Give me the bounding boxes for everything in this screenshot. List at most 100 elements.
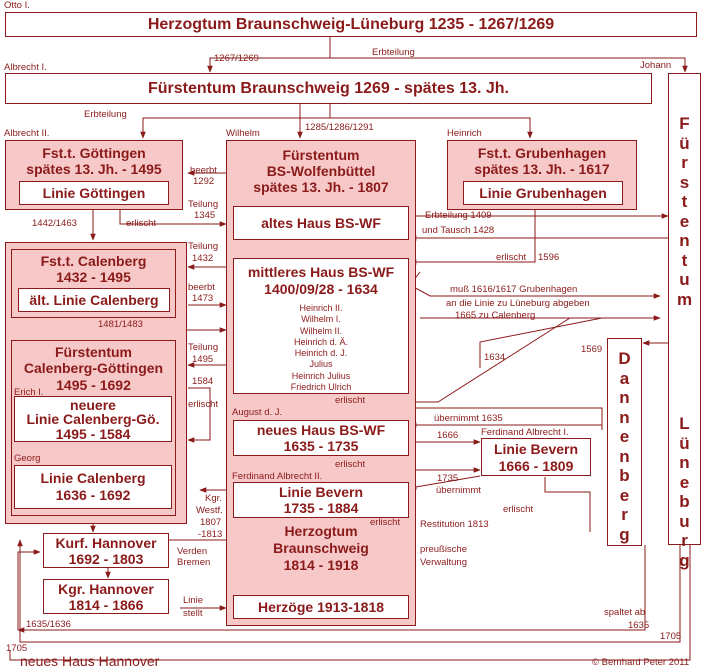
label-1481: 1481/1483 <box>98 319 143 330</box>
bswf-title: Fürstentum <box>282 147 360 163</box>
box-kgr-hannover: Kgr. Hannover 1814 - 1866 <box>43 579 169 614</box>
box-fst-calenberg: Fst.t. Calenberg 1432 - 1495 ält. Linie … <box>11 249 176 318</box>
fuerstentum-bs-text: Fürstentum Braunschweig 1269 - spätes 13… <box>147 80 509 97</box>
vertical-letter: n <box>619 446 630 466</box>
bevern-center-dates: 1735 - 1884 <box>283 500 359 516</box>
label-georg: Georg <box>14 453 41 464</box>
label-verden-2: Bremen <box>177 557 211 568</box>
herzogtum-bs-name: Braunschweig <box>273 540 369 556</box>
label-muss1616: muß 1616/1617 Grubenhagen <box>450 284 578 295</box>
box-herzoege: Herzöge 1913-1818 <box>233 595 409 619</box>
label-erich1: Erich I. <box>14 387 44 398</box>
label-preussische-2: Verwaltung <box>420 557 468 568</box>
vertical-letter: m <box>676 289 693 309</box>
label-otto: Otto I. <box>4 0 30 11</box>
label-tausch1428: und Tausch 1428 <box>422 225 495 236</box>
cal-goe-dates: 1495 - 1692 <box>56 377 131 393</box>
label-1267: 1267/1269 <box>214 53 259 64</box>
label-albrecht1: Albrecht I. <box>4 62 47 73</box>
label-beerbt1292-b: 1292 <box>193 176 215 187</box>
ruler-name: Heinrich d. Ä. <box>293 336 349 347</box>
label-1635b: 1635 <box>628 620 650 631</box>
vertical-letter: u <box>679 511 690 531</box>
vertical-letter: s <box>679 172 690 192</box>
vertical-letter: r <box>621 505 628 524</box>
neuere-2: Linie Calenberg-Gö. <box>26 411 160 427</box>
bswf-name: BS-Wolfenbüttel <box>266 163 376 179</box>
box-linie-bevern-center: Linie Bevern 1735 - 1884 <box>233 482 409 518</box>
ruler-name: Wilhelm II. <box>299 325 342 336</box>
neues-haus-title: neues Haus BS-WF <box>256 422 386 438</box>
box-neuere-linie: neuere Linie Calenberg-Gö. 1495 - 1584 <box>14 396 172 442</box>
label-beerbt1473-a: beerbt <box>188 282 215 293</box>
box-fst-goettingen: Fst.t. Göttingen spätes 13. Jh. - 1495 L… <box>5 140 183 210</box>
vertical-letter: n <box>679 231 690 250</box>
label-johann: Johann <box>640 60 672 71</box>
grubenhagen-dates: spätes 13. Jh. - 1617 <box>474 161 610 177</box>
label-wilhelm: Wilhelm <box>226 128 260 139</box>
label-heinrich: Heinrich <box>447 128 482 139</box>
vertical-letter: e <box>679 211 690 231</box>
label-beerbt1473-b: 1473 <box>192 293 214 304</box>
label-teilung1345-a: Teilung <box>188 199 219 210</box>
box-mittleres-haus: mittleres Haus BS-WF 1400/09/28 - 1634 H… <box>233 258 409 394</box>
label-albrecht2: Albrecht II. <box>4 128 50 139</box>
vertical-letter: a <box>619 368 630 388</box>
mittleres-dates: 1400/09/28 - 1634 <box>264 281 378 297</box>
kgr-1: Kgr. Hannover <box>58 581 154 597</box>
label-erlischt-mid: erlischt <box>335 395 366 406</box>
vertical-letter: g <box>679 550 690 570</box>
label-1584: 1584 <box>192 376 214 387</box>
box-fuerstentum-braunschweig: Fürstentum Braunschweig 1269 - spätes 13… <box>5 73 652 104</box>
herzogtum-bl-text: Herzogtum Braunschweig-Lüneburg 1235 - 1… <box>147 16 555 33</box>
label-1285: 1285/1286/1291 <box>305 122 374 133</box>
cal-goe-name: Calenberg-Göttingen <box>23 360 164 376</box>
label-copyright: © Bernhard Peter 2011 <box>592 657 690 668</box>
label-erlischt-bevc: erlischt <box>370 517 401 528</box>
ruler-name: Julius <box>309 359 333 370</box>
label-ferdinand1: Ferdinand Albrecht I. <box>481 427 569 438</box>
box-herzogtum-braunschweig-lueneburg: Herzogtum Braunschweig-Lüneburg 1235 - 1… <box>5 12 697 37</box>
label-1634: 1634 <box>484 352 506 363</box>
vertical-letter: e <box>619 427 630 446</box>
cal-goe-title: Fürstentum <box>55 344 132 360</box>
vertical-letter: t <box>681 250 688 270</box>
box-kurf-hannover: Kurf. Hannover 1692 - 1803 <box>43 533 169 568</box>
kgr-2: 1814 - 1866 <box>68 597 144 613</box>
label-verden-1: Verden <box>177 546 208 557</box>
vertical-letter: n <box>619 388 630 407</box>
label-linie-stellt-1: Linie <box>183 595 204 606</box>
label-beerbt1292-a: beerbt <box>190 165 217 176</box>
vertical-letter: n <box>679 453 690 472</box>
label-teilung1345-b: 1345 <box>194 210 216 221</box>
vertical-letter: e <box>679 472 690 492</box>
label-erbteilung1409: Erbteilung 1409 <box>425 210 492 221</box>
vertical-letter: r <box>681 531 688 550</box>
vertical-letter: g <box>619 524 630 544</box>
label-1569: 1569 <box>581 344 603 355</box>
linie-calenberg-1: Linie Calenberg <box>40 470 146 486</box>
goettingen-title: Fst.t. Göttingen <box>42 145 146 161</box>
vertical-letter: t <box>681 192 688 211</box>
label-erlischt-neues: erlischt <box>335 459 366 470</box>
label-1596: 1596 <box>538 252 560 263</box>
herzoege-text: Herzöge 1913-1818 <box>257 599 385 615</box>
label-erbteilung1: Erbteilung <box>372 47 415 58</box>
box-linie-grubenhagen: Linie Grubenhagen <box>463 181 623 205</box>
label-uebernimmt: übernimmt <box>436 485 481 496</box>
label-1705b: 1705 <box>6 643 28 654</box>
bevern-right-dates: 1666 - 1809 <box>498 458 574 474</box>
label-teilung1495-b: 1495 <box>192 354 214 365</box>
label-teilung1495-a: Teilung <box>188 342 219 353</box>
label-uebernimmt1635: übernimmt 1635 <box>434 413 503 424</box>
neuere-3: 1495 - 1584 <box>55 426 131 442</box>
ruler-name: Heinrich d. J. <box>294 348 348 359</box>
label-erlischt-cal: erlischt <box>188 399 219 410</box>
kurf-1: Kurf. Hannover <box>55 535 157 551</box>
ruler-name: Wilhelm I. <box>301 314 341 325</box>
herzogtum-bs-title: Herzogtum <box>284 523 358 539</box>
box-linie-calenberg: Linie Calenberg 1636 - 1692 <box>14 465 172 509</box>
